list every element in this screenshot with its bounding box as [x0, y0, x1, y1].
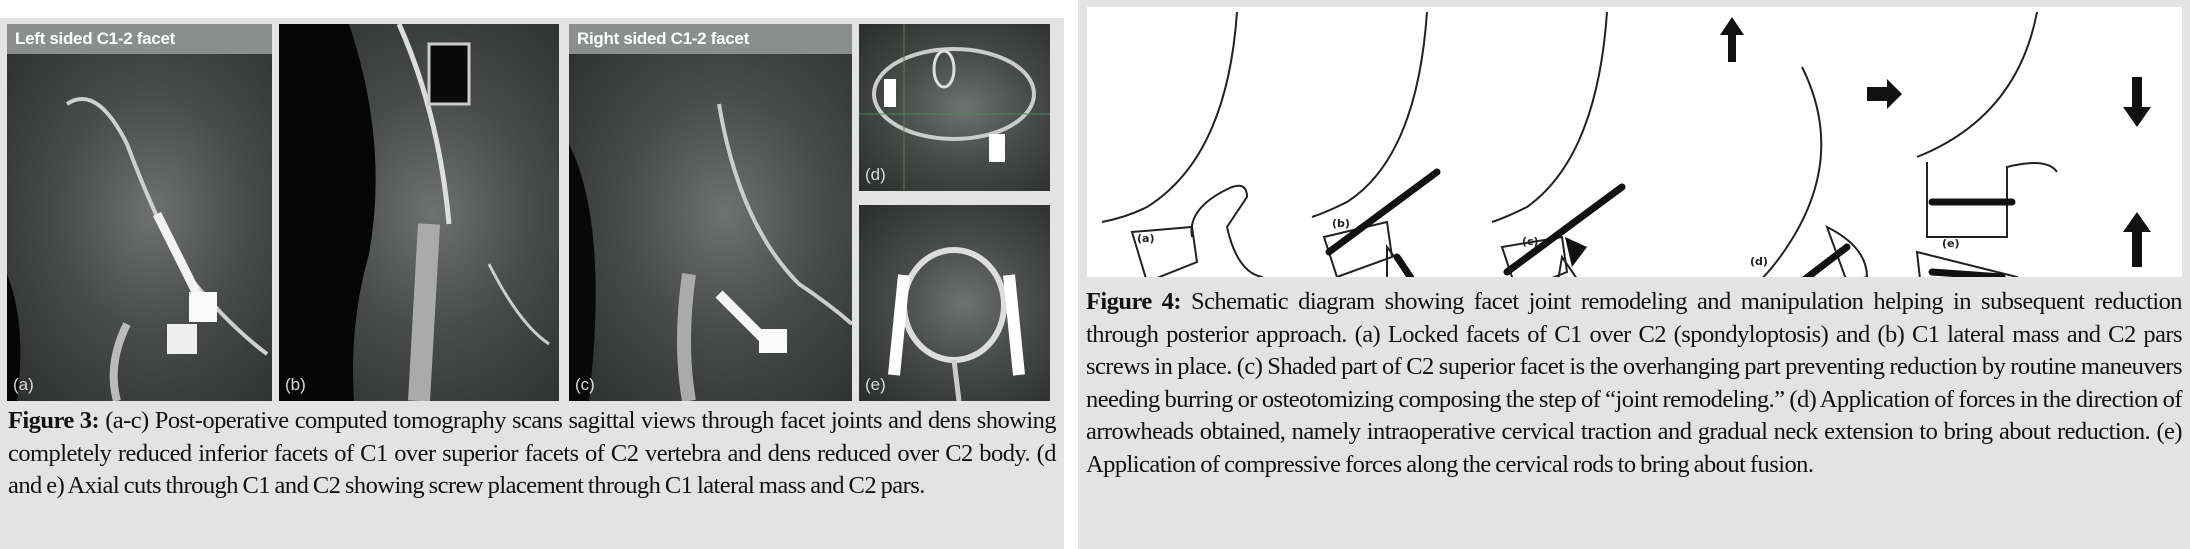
diagram-label-e: (e): [1942, 237, 1960, 250]
figure-3-caption-text: (a-c) Post-operative computed tomography…: [8, 407, 1057, 499]
ct-scan-e: (e): [859, 205, 1050, 401]
figure-3-caption: Figure 3: (a-c) Post-operative computed …: [8, 405, 1057, 503]
ct-banner-a: Left sided C1-2 facet: [7, 24, 272, 54]
panel-label-b: (b): [285, 375, 306, 394]
ct-scan-a: Left sided C1-2 facet (a): [7, 24, 272, 401]
figure-4-caption-title: Figure 4:: [1086, 288, 1182, 315]
figure-4-panel: (a) (b) (c) (d) (e) Figure 4: Schematic …: [1078, 0, 2190, 549]
c2-a: [1190, 184, 1264, 333]
panel-label-c: (c): [575, 375, 595, 394]
ct-scan-c: Right sided C1-2 facet (c): [569, 24, 852, 401]
diagram-label-b: (b): [1332, 217, 1350, 230]
c1-a: [1130, 225, 1199, 284]
figure-4-caption-text: Schematic diagram showing facet joint re…: [1086, 288, 2183, 478]
figure-3-caption-title: Figure 3:: [8, 407, 100, 434]
outline-a: [1101, 11, 1238, 223]
diagram-label-a: (a): [1137, 232, 1154, 245]
diagram-label-d: (d): [1750, 255, 1768, 268]
panel-label-d: (d): [865, 165, 886, 184]
diagram-label-c: (c): [1522, 235, 1539, 248]
panel-label-a: (a): [13, 375, 34, 394]
ct-scan-d: (d): [859, 24, 1050, 191]
figure-4-caption: Figure 4: Schematic diagram showing face…: [1086, 286, 2183, 481]
ct-scan-b: (b): [279, 24, 559, 401]
figure-3-panel: Left sided C1-2 facet (a) (b) Right side…: [0, 18, 1064, 549]
panel-label-e: (e): [865, 375, 886, 394]
schematic-diagram: (a) (b) (c) (d) (e): [1087, 7, 2182, 354]
ct-banner-c: Right sided C1-2 facet: [569, 24, 852, 54]
